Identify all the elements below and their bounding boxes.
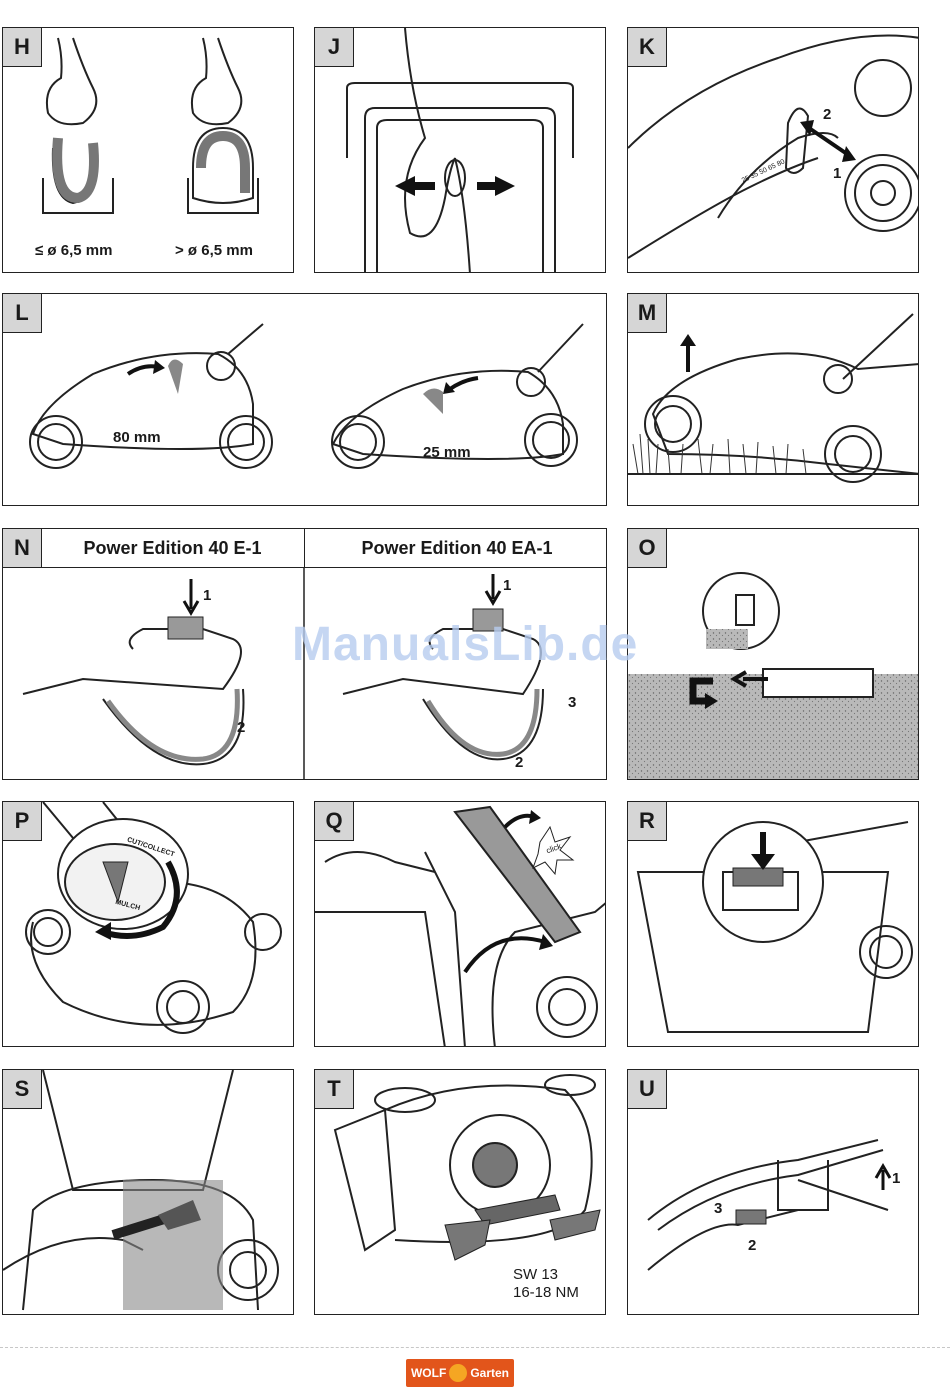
footer-divider [0,1347,950,1348]
panel-letter: H [3,28,42,67]
panel-t: T SW 13 16-18 NM [314,1069,606,1315]
cable-hook-illustration [3,28,294,273]
height-low-label: 25 mm [423,444,471,461]
height-adjust-illustration [628,28,919,273]
cleaning-illustration [3,1070,294,1315]
panel-letter: P [3,802,42,841]
torque-label: 16-18 NM [513,1284,579,1302]
mowing-direction-illustration [628,529,919,780]
logo-text-right: Garten [470,1366,509,1380]
mulch-dial-illustration [3,802,294,1047]
arrow-label-2: 2 [823,106,831,123]
cable-large-label: > ø 6,5 mm [175,242,253,259]
cable-relief-illustration [628,1070,919,1315]
step-1: 1 [892,1170,900,1187]
panel-letter: S [3,1070,42,1109]
fill-indicator-illustration [628,802,919,1047]
handle-cable-illustration [315,28,606,273]
ea1-step-3: 3 [568,694,576,711]
step-2: 2 [748,1237,756,1254]
height-high-label: 80 mm [113,429,161,446]
ea1-step-2: 2 [515,754,523,771]
panel-letter: K [628,28,667,67]
panel-letter: T [315,1070,354,1109]
panel-o: O [627,528,919,780]
e1-step-1: 1 [203,587,211,604]
panel-letter: U [628,1070,667,1109]
panel-letter: M [628,294,667,333]
model-ea1-header: Power Edition 40 EA-1 [304,529,607,568]
cable-small-label: ≤ ø 6,5 mm [35,242,112,259]
panel-p: P CUT/COLLECT MULCH [2,801,294,1047]
step-3: 3 [714,1200,722,1217]
wrench-size-label: SW 13 [513,1266,558,1284]
brand-logo: WOLF Garten [406,1359,514,1387]
panel-letter: N [3,529,42,568]
e1-step-2: 2 [237,719,245,736]
mower-tilt-illustration [628,294,919,506]
fox-icon [449,1364,467,1382]
panel-letter: J [315,28,354,67]
panel-letter: R [628,802,667,841]
panel-h: H ≤ ø 6,5 mm > ø 6,5 mm [2,27,294,273]
panel-letter: Q [315,802,354,841]
panel-q: Q click [314,801,606,1047]
panel-l: L 80 mm 25 mm [2,293,607,506]
arrow-label-1: 1 [833,165,841,182]
panel-r: R [627,801,919,1047]
ea1-step-1: 1 [503,577,511,594]
panel-u: U 1 3 2 [627,1069,919,1315]
logo-text-left: WOLF [411,1366,446,1380]
panel-j: J [314,27,606,273]
watermark: ManualsLib.de [292,617,638,672]
blade-replace-illustration [315,1070,606,1315]
panel-s: S [2,1069,294,1315]
panel-k: K 2 1 25 35 50 65 80 [627,27,919,273]
panel-letter: L [3,294,42,333]
panel-letter: O [628,529,667,568]
panel-m: M [627,293,919,506]
model-e1-header: Power Edition 40 E-1 [41,529,304,568]
grass-box-fit-illustration [315,802,606,1047]
mower-height-illustration [3,294,607,506]
